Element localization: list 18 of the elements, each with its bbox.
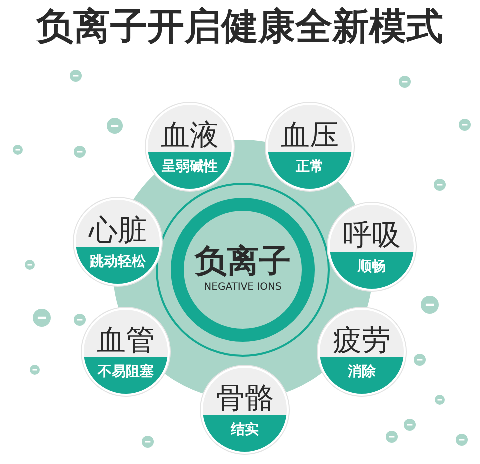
topic-label: 血压 — [280, 118, 340, 152]
topic-label: 骨骼 — [215, 381, 275, 415]
topic-label: 疲劳 — [332, 323, 392, 357]
title: 负离子开启健康全新模式 — [35, 4, 444, 50]
topic-caption: 呈弱碱性 — [161, 158, 219, 176]
topic-caption: 消除 — [347, 363, 377, 381]
topic-caption: 跳动轻松 — [89, 253, 147, 271]
topic-label: 血管 — [96, 323, 156, 357]
center-subtitle: NEGATIVE IONS — [203, 282, 283, 294]
topic-caption: 正常 — [295, 158, 325, 176]
topic-caption: 结实 — [230, 421, 260, 439]
topic-label: 血液 — [160, 118, 220, 152]
topic-circle — [82, 308, 170, 396]
topic-caption: 顺畅 — [356, 258, 387, 276]
topic-label: 呼吸 — [342, 218, 402, 252]
topic-caption: 不易阻塞 — [96, 363, 155, 381]
center-title: 负离子 — [194, 241, 292, 281]
topic-label: 心脏 — [88, 213, 148, 247]
